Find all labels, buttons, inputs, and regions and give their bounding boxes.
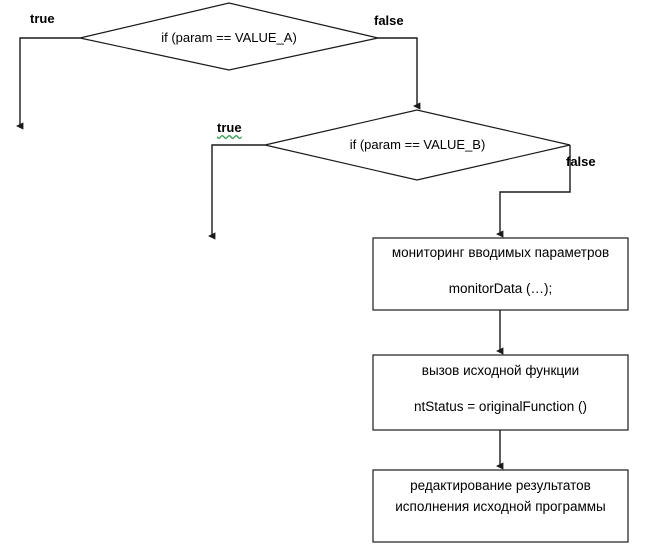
edge-decision-b-false [495,145,571,238]
process-text-edit-results: редактирование результатов исполнения ис… [373,478,628,516]
edge-decision-a-false [378,37,421,110]
process-text-original-call: вызов исходной функции ntStatus = origin… [373,363,628,416]
process-text-edit-results-line2: исполнения исходной программы [395,498,606,514]
process-text-original-call-line1: вызов исходной функции [421,363,580,378]
process-text-edit-results-line1: редактирование результатов [410,478,591,493]
process-text-monitor-line1: мониторинг вводимых параметров [391,245,610,260]
edge-decision-b-true [207,144,265,240]
edge-label-decision-a-false: false [374,13,404,28]
process-text-monitor: мониторинг вводимых параметров monitorDa… [373,245,628,298]
process-text-monitor-line2: monitorData (…); [448,280,553,296]
process-box-edit-results [372,469,629,543]
decision-label-value-b: if (param == VALUE_B) [349,137,486,152]
process-text-original-call-line2: ntStatus = originalFunction () [414,398,587,414]
edge-label-decision-b-false: false [566,154,596,169]
edge-label-decision-b-true: true [217,120,242,135]
decision-label-value-a: if (param == VALUE_A) [161,30,297,45]
edge-label-decision-a-true: true [30,11,55,26]
edge-decision-a-true [15,37,80,130]
